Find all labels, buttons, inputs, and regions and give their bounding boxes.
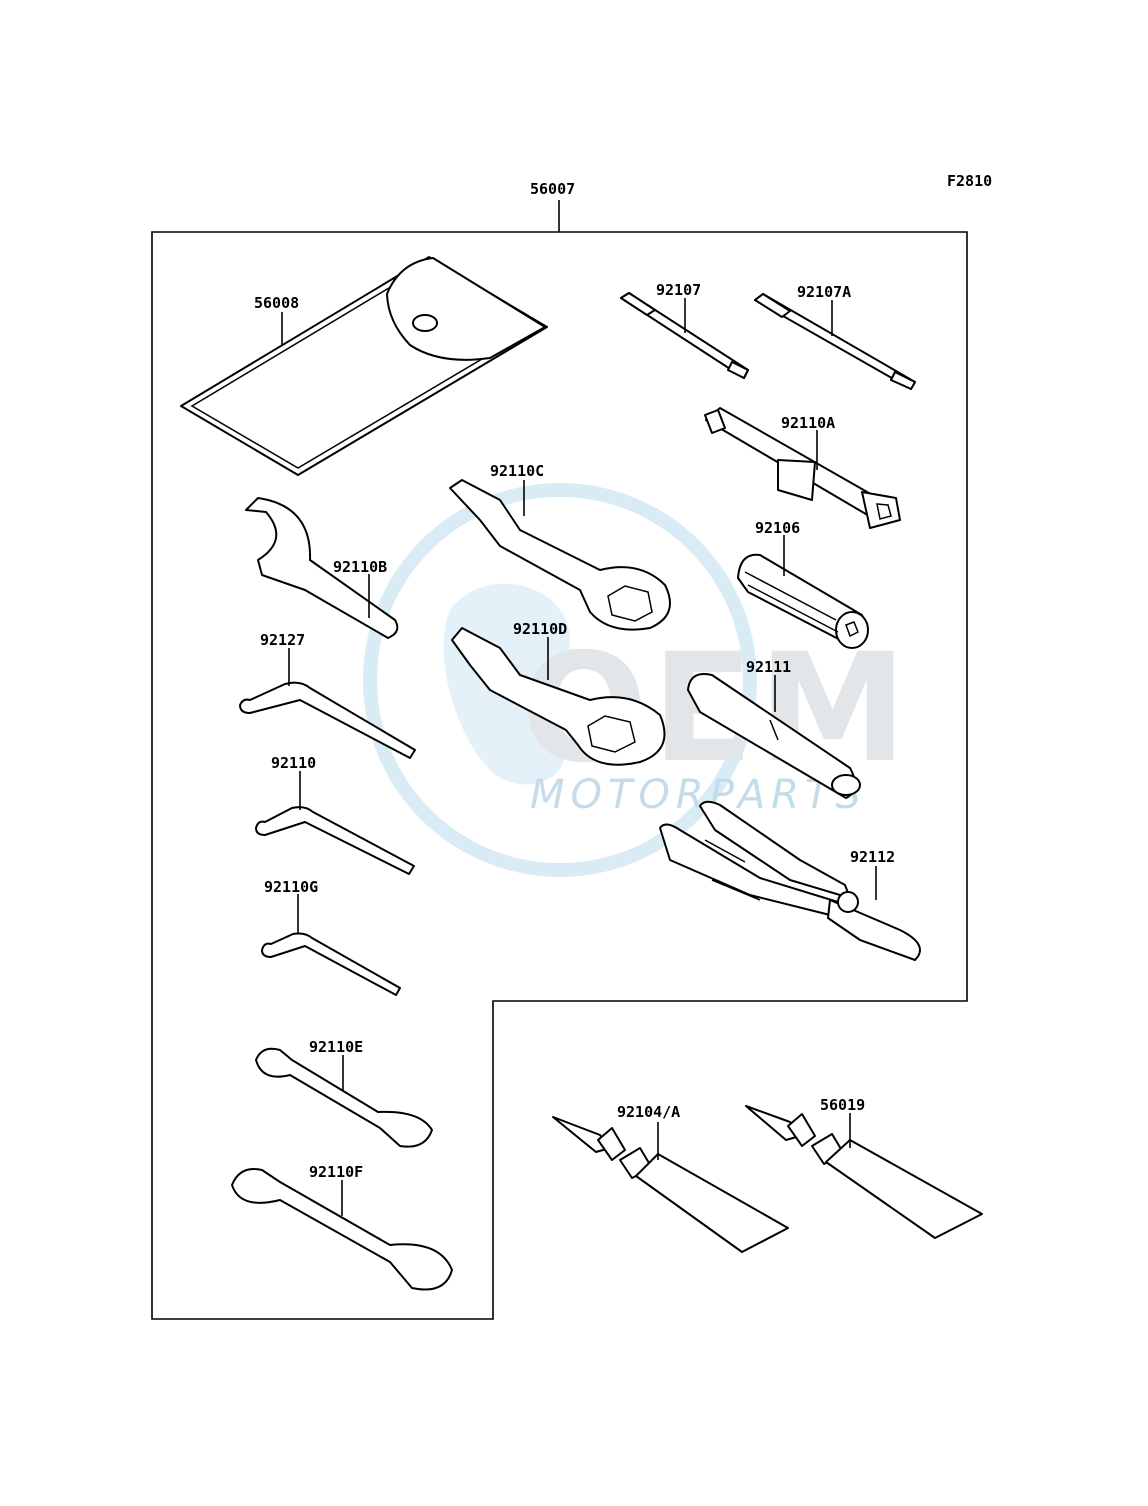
label-92107: 92107: [656, 281, 701, 299]
kit-outline: [151, 231, 968, 1320]
label-92106: 92106: [755, 519, 800, 537]
label-92110b: 92110B: [333, 558, 387, 576]
hook-spanner-92110b: [245, 497, 399, 639]
label-92110f: 92110F: [309, 1163, 363, 1181]
screwdriver-92107a: [754, 293, 916, 390]
label-92110g: 92110G: [264, 878, 318, 896]
label-56008: 56008: [254, 294, 299, 312]
figure-code: F2810: [947, 172, 992, 190]
label-92110e: 92110E: [309, 1038, 363, 1056]
screwdriver-92107: [620, 292, 749, 379]
label-92107a: 92107A: [797, 283, 851, 301]
label-92127: 92127: [260, 631, 305, 649]
hex-key-92110g: [261, 932, 401, 996]
hex-key-92110: [255, 806, 415, 875]
open-wrench-92110e: [255, 1047, 433, 1148]
repair-tube-92104a: [552, 1116, 789, 1253]
label-92110: 92110: [271, 754, 316, 772]
label-92104a: 92104/A: [617, 1103, 680, 1121]
handle-92106: [737, 553, 869, 649]
wrench-92110c: [449, 479, 671, 631]
box-socket-92110a: [704, 407, 901, 529]
pliers-92112: [659, 800, 921, 961]
label-56019: 56019: [820, 1096, 865, 1114]
open-wrench-92110f: [231, 1168, 453, 1291]
repair-tube-56019: [745, 1105, 983, 1239]
label-92110d: 92110D: [513, 620, 567, 638]
label-92110a: 92110A: [781, 414, 835, 432]
tool-pouch: [180, 256, 548, 476]
label-56007: 56007: [530, 180, 575, 198]
wrench-92110d: [451, 627, 666, 766]
label-92112: 92112: [850, 848, 895, 866]
label-92111: 92111: [746, 658, 791, 676]
hex-key-92127: [239, 681, 416, 759]
extension-bar-92111: [687, 673, 861, 799]
watermark-subtitle: MOTORPARTS: [530, 772, 867, 818]
label-92110c: 92110C: [490, 462, 544, 480]
watermark: OEM MOTORPARTS: [363, 483, 907, 877]
